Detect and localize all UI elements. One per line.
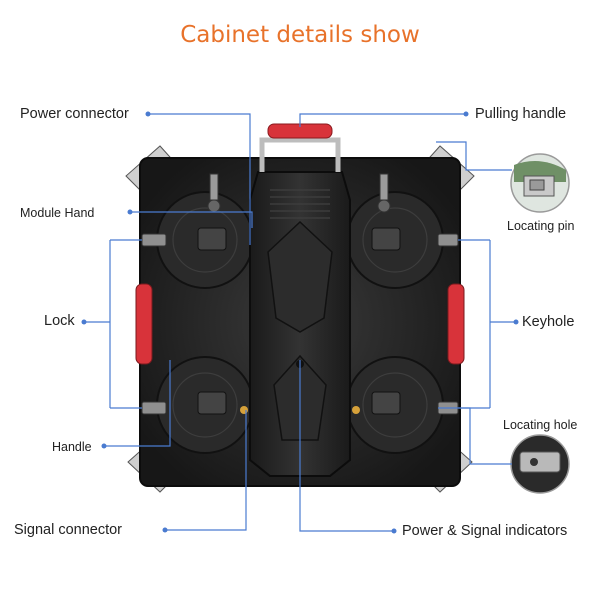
label-power-signal-indicators: Power & Signal indicators [402, 523, 568, 539]
label-keyhole: Keyhole [522, 314, 575, 330]
locating-hole-inset [510, 434, 570, 494]
callout-lines [84, 113, 516, 532]
label-locating-pin: Locating pin [507, 219, 575, 233]
label-pulling-handle: Pulling handle [475, 106, 567, 122]
label-signal-connector: Signal connector [14, 522, 123, 538]
label-module-hand: Module Hand [20, 206, 95, 220]
locating-pin-inset [510, 153, 570, 213]
label-handle: Handle [52, 440, 92, 454]
diagram-title: Cabinet details show [180, 22, 420, 48]
label-lock: Lock [44, 313, 75, 329]
cabinet-body [125, 123, 475, 493]
label-locating-hole: Locating hole [503, 418, 578, 432]
label-power-connector: Power connector [20, 106, 129, 122]
callout-dots [81, 111, 519, 534]
